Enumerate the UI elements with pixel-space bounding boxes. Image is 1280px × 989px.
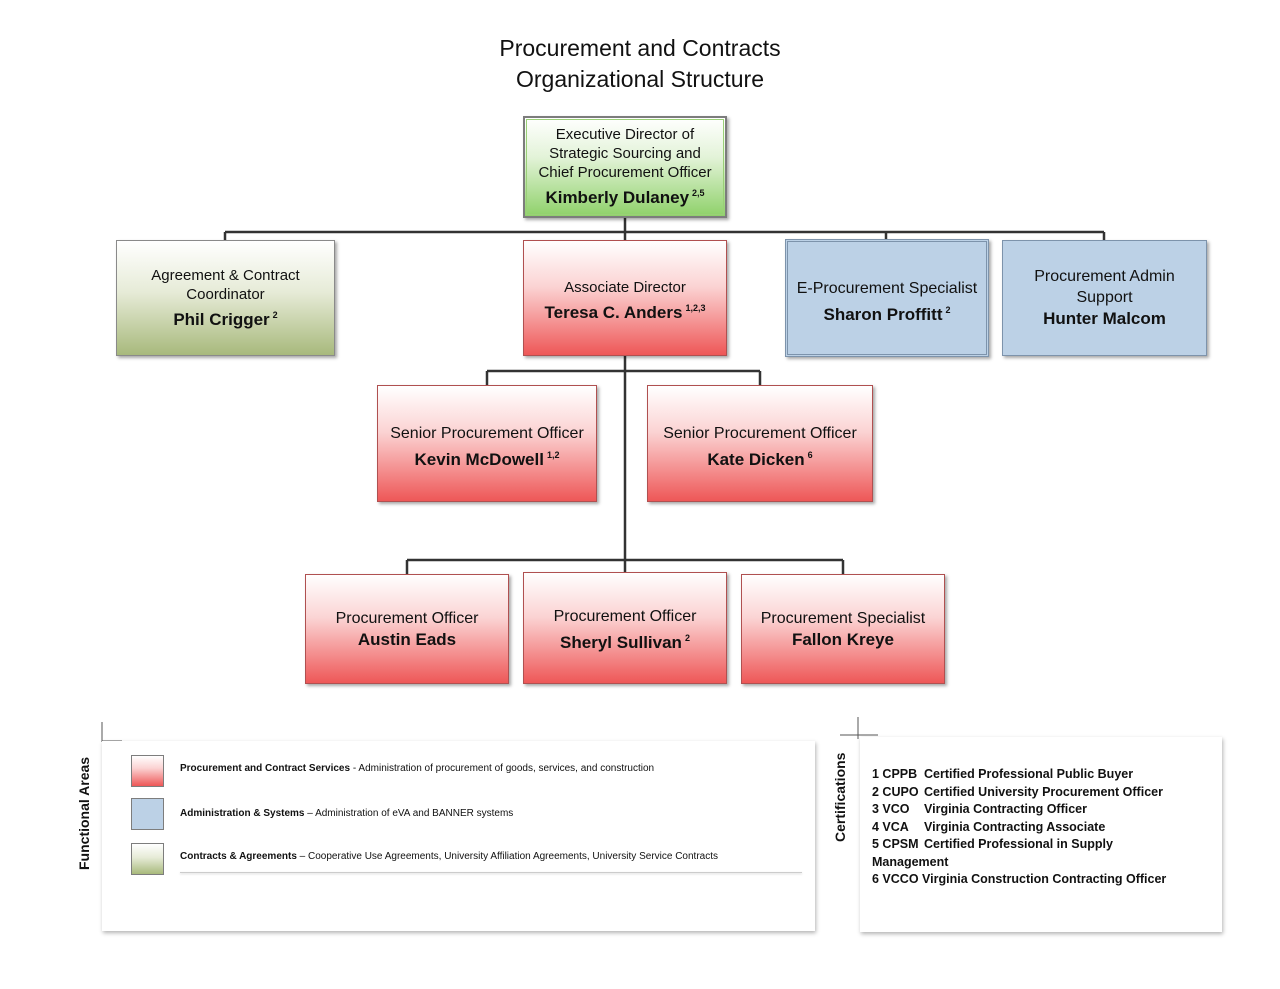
cert-text: Virginia Construction Contracting Office… xyxy=(922,872,1167,886)
legend-procurement-services: Procurement and Contract Services - Admi… xyxy=(180,763,654,774)
cert-code: 3 VCO xyxy=(872,802,910,816)
legend-separator: - xyxy=(350,763,359,774)
person-name: Fallon Kreye xyxy=(792,629,894,651)
cert-text: Certified Professional Public Buyer xyxy=(924,767,1134,781)
legend-separator: – xyxy=(296,851,309,862)
node-admin-support: Procurement Admin Support Hunter Malcom xyxy=(1002,240,1207,356)
legend-item-desc: Administration of eVA and BANNER systems xyxy=(315,808,514,819)
legend-item-name: Administration & Systems xyxy=(180,808,305,819)
legend-item-name: Contracts & Agreements xyxy=(180,851,297,862)
name-text: Phil Crigger xyxy=(173,309,270,329)
swatch-contracts-agreements xyxy=(131,843,164,875)
cert-item: 2 CUPO Certified University Procurement O… xyxy=(872,784,1192,802)
legend-item-desc: Cooperative Use Agreements, University A… xyxy=(308,851,719,862)
name-text: Sharon Proffitt xyxy=(823,305,943,324)
cert-superscript: 6 xyxy=(807,450,813,460)
cert-item: 6 VCCO Virginia Construction Contracting… xyxy=(872,871,1192,889)
role-line: E-Procurement Specialist xyxy=(796,280,978,297)
name-text: Fallon Kreye xyxy=(791,629,895,649)
cert-superscript: 2 xyxy=(945,305,951,315)
person-name: Austin Eads xyxy=(358,629,456,651)
role-line: Procurement Officer xyxy=(335,609,479,627)
node-eprocurement-specialist: E-Procurement Specialist Sharon Proffitt… xyxy=(785,239,989,357)
cert-item: 4 VCA Virginia Contracting Associate xyxy=(872,819,1192,837)
role-line: Procurement Admin xyxy=(1034,268,1175,285)
name-text: Austin Eads xyxy=(357,629,457,649)
title-line-1: Procurement and Contracts xyxy=(499,35,781,61)
role-line: Procurement Officer xyxy=(553,608,697,625)
role-line: Executive Director of xyxy=(555,126,695,143)
name-text: Kimberly Dulaney xyxy=(545,188,690,207)
chart-title: Procurement and Contracts Organizational… xyxy=(0,33,1280,95)
cert-item: 1 CPPB Certified Professional Public Buye… xyxy=(872,766,1192,784)
cert-text: Certified University Procurement Officer xyxy=(924,784,1163,799)
role-line: Procurement Specialist xyxy=(760,609,926,627)
cert-code: 5 CPSM xyxy=(872,837,919,851)
role-line: Support xyxy=(1076,289,1133,306)
role-line: Chief Procurement Officer xyxy=(538,164,712,181)
cert-superscript: 2,5 xyxy=(692,188,705,198)
name-text: Teresa C. Anders xyxy=(544,303,683,322)
legend-contracts-agreements: Contracts & Agreements – Cooperative Use… xyxy=(180,851,718,862)
cert-superscript: 2 xyxy=(272,309,278,320)
cert-superscript: 1,2 xyxy=(546,450,560,460)
swatch-admin-systems xyxy=(131,798,164,830)
node-senior-officer-1: Senior Procurement Officer Kevin McDowel… xyxy=(377,385,597,502)
person-name: Hunter Malcom xyxy=(1043,308,1166,330)
role-line: Strategic Sourcing and xyxy=(549,145,701,162)
cert-text: Virginia Contracting Associate xyxy=(924,819,1106,834)
swatch-procurement-services xyxy=(131,755,164,787)
cert-code: 1 CPPB xyxy=(872,767,918,781)
name-text: Sheryl Sullivan xyxy=(560,633,682,652)
cert-item: 3 VCO Virginia Contracting Officer xyxy=(872,801,1192,819)
role-line: Coordinator xyxy=(186,285,265,303)
cert-superscript: 2 xyxy=(684,633,690,643)
name-text: Kevin McDowell xyxy=(414,450,544,469)
legend-item-desc: Administration of procurement of goods, … xyxy=(358,763,655,774)
cert-code: 4 VCA xyxy=(872,819,909,834)
name-text: Hunter Malcom xyxy=(1043,309,1166,328)
certifications-panel xyxy=(860,737,1222,932)
certifications-label: Certifications xyxy=(832,752,848,842)
legend-separator: – xyxy=(304,808,316,819)
certifications-list: 1 CPPB Certified Professional Public Buye… xyxy=(872,766,1192,889)
role-line: Senior Procurement Officer xyxy=(390,425,584,442)
name-text: Kate Dicken xyxy=(707,450,805,469)
cert-code: 2 CUPO xyxy=(872,784,919,799)
node-agreement-coordinator: Agreement & Contract Coordinator Phil Cr… xyxy=(116,240,335,356)
legend-divider xyxy=(180,872,802,873)
role-line: Associate Director xyxy=(564,279,686,296)
legend-admin-systems: Administration & Systems – Administratio… xyxy=(180,808,513,819)
functional-areas-label: Functional Areas xyxy=(76,756,92,870)
cert-corner-mark xyxy=(840,717,878,739)
legend-item-name: Procurement and Contract Services xyxy=(180,763,351,774)
cert-superscript: 1,2,3 xyxy=(685,303,706,313)
node-procurement-specialist: Procurement Specialist Fallon Kreye xyxy=(741,574,945,684)
node-procurement-officer-1: Procurement Officer Austin Eads xyxy=(305,574,509,684)
cert-text: Certified Professional in Supply Managem… xyxy=(872,837,1113,869)
functional-areas-panel xyxy=(102,741,815,931)
node-executive-director: Executive Director of Strategic Sourcing… xyxy=(523,116,727,218)
cert-text: Virginia Contracting Officer xyxy=(924,802,1087,816)
cert-code: 6 VCCO xyxy=(872,872,919,886)
role-line: Senior Procurement Officer xyxy=(663,425,857,442)
title-line-2: Organizational Structure xyxy=(515,66,764,92)
role-line: Agreement & Contract xyxy=(151,266,300,284)
